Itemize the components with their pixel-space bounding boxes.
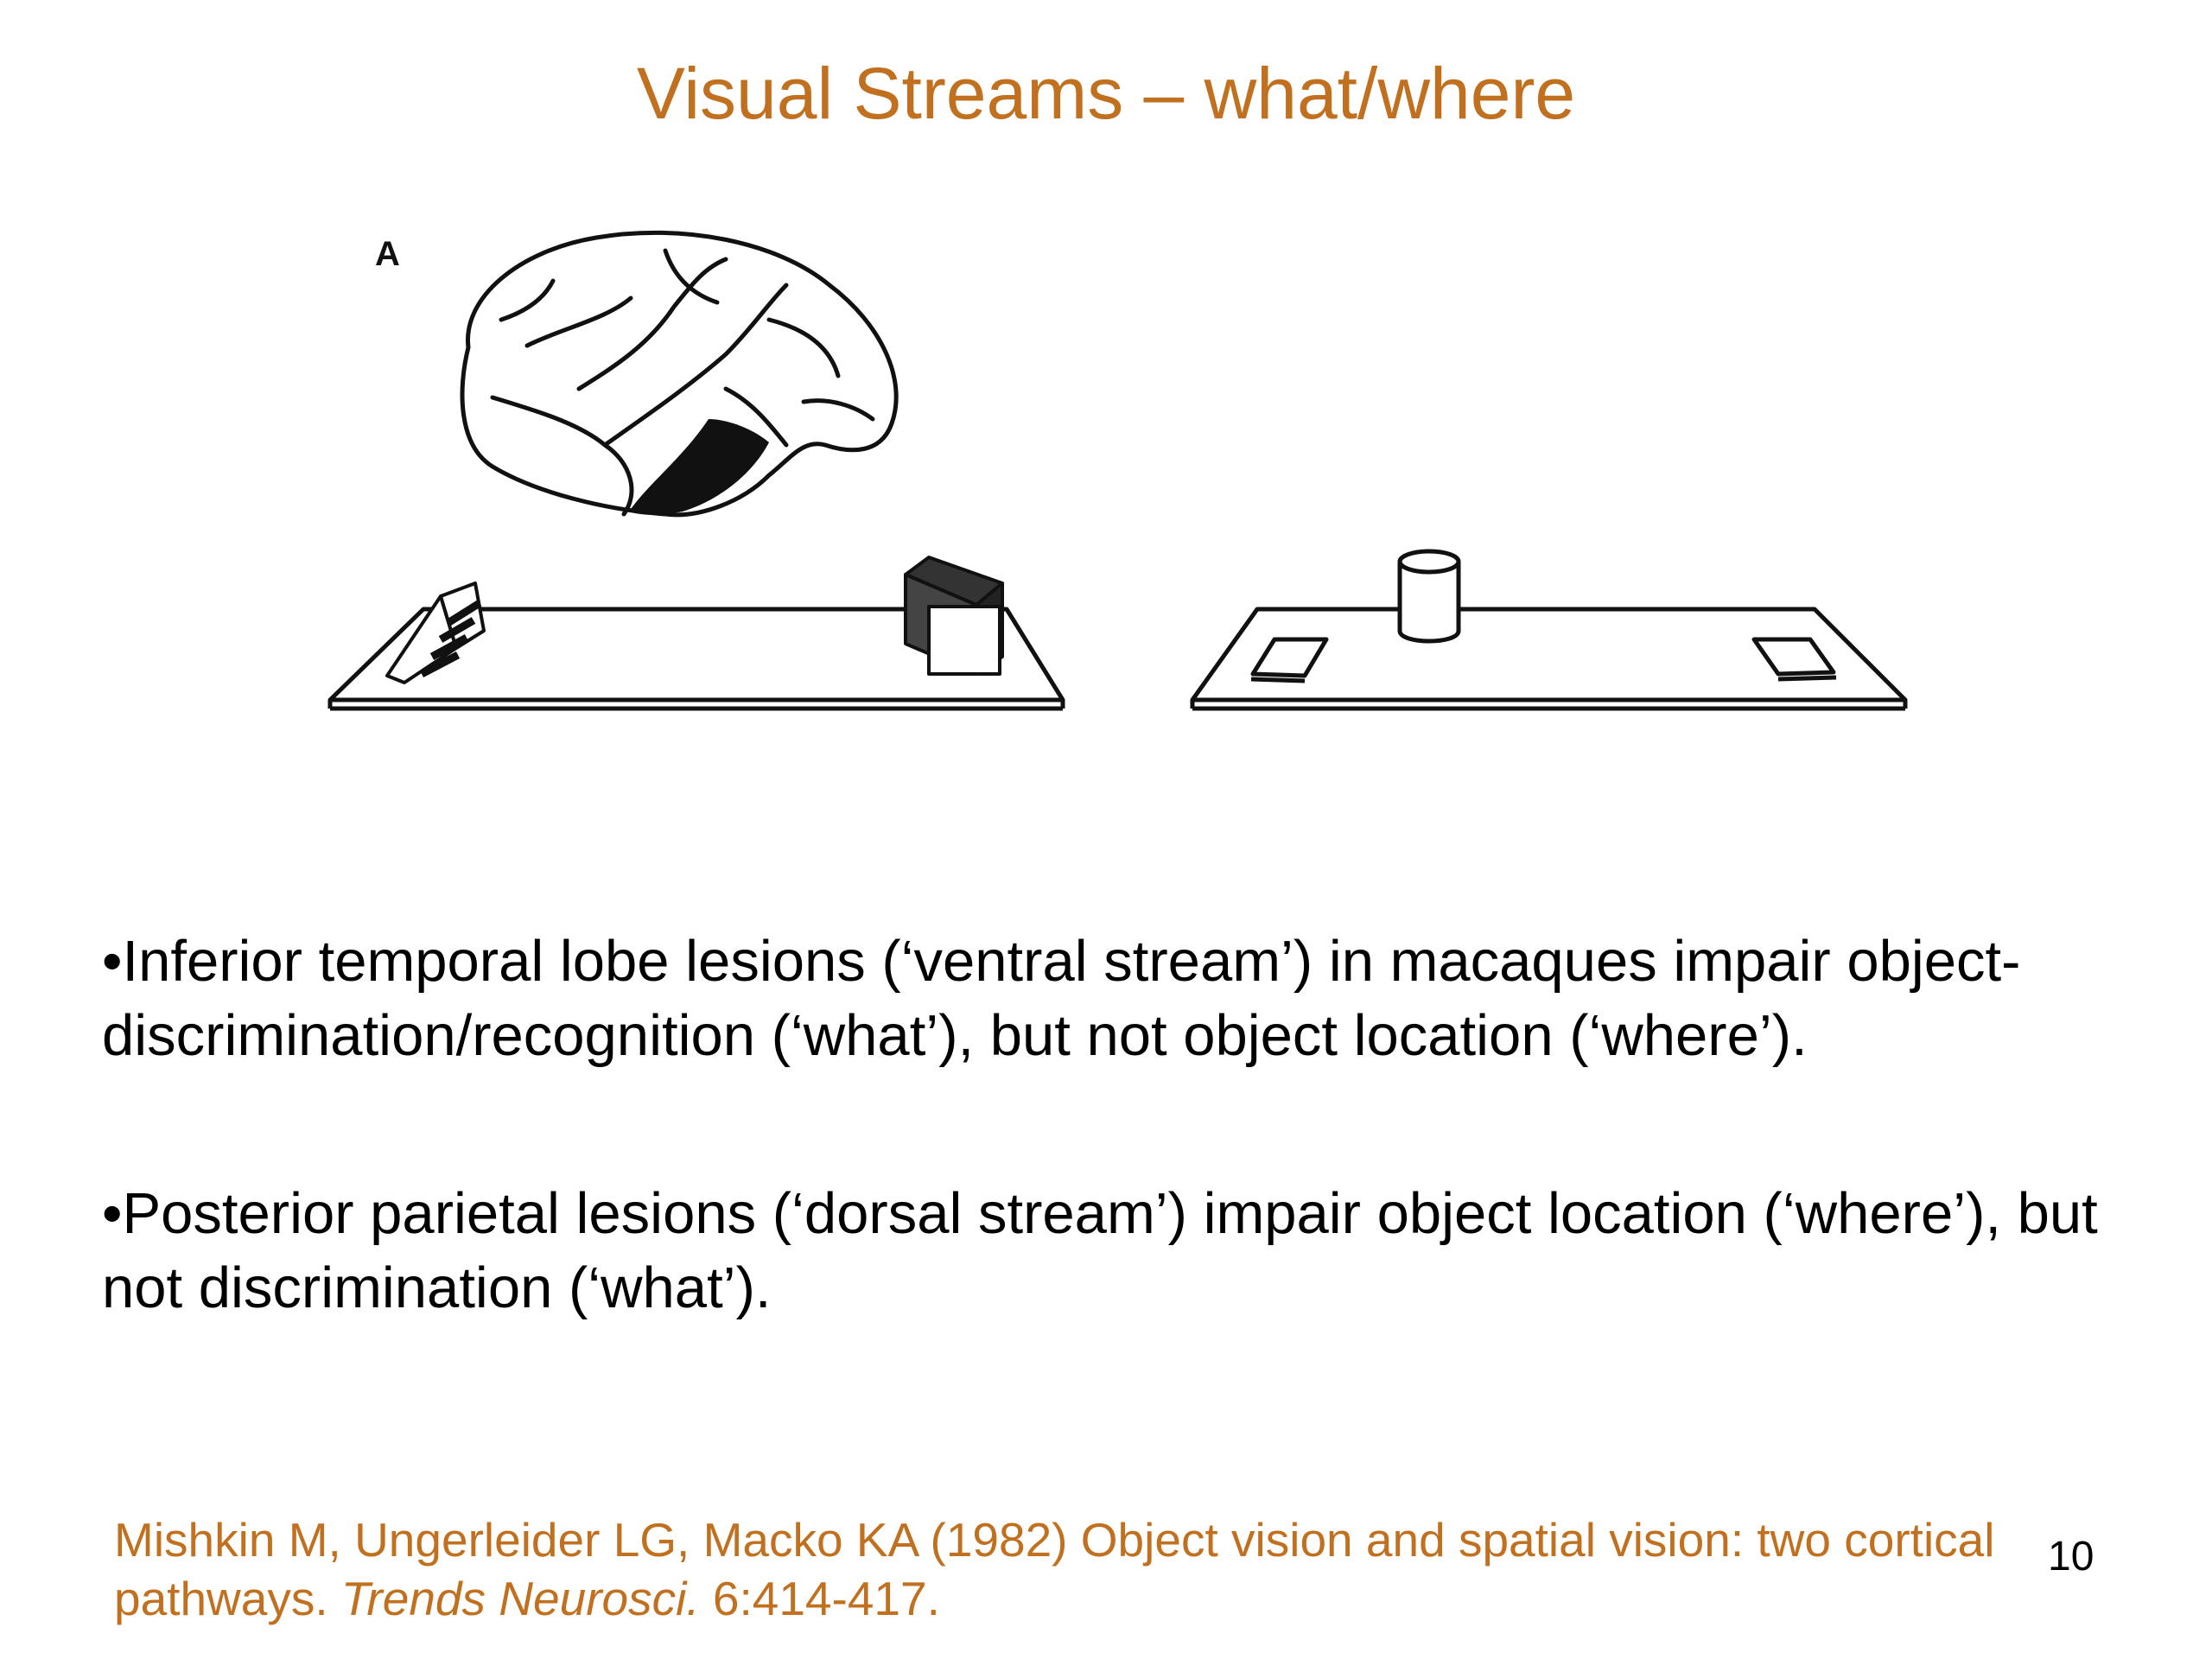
lesion-area <box>629 419 769 515</box>
slide-title: Visual Streams – what/where <box>636 53 1576 134</box>
textured-cube-object <box>904 556 1004 676</box>
cylinder-object <box>1397 549 1461 644</box>
left-test-board <box>327 607 1065 711</box>
right-plaque-object <box>1751 637 1837 682</box>
panel-label: A <box>375 235 400 273</box>
right-test-board <box>1190 607 1908 711</box>
figure-illustration: A <box>327 230 1908 711</box>
bullet-dorsal-stream: •Posterior parietal lesions (‘dorsal str… <box>102 1181 2098 1320</box>
citation-authors-title: Mishkin M, Ungerleider LG, Macko KA (198… <box>114 1513 1995 1625</box>
brain-drawing <box>460 230 899 518</box>
striped-prism-object <box>385 582 486 684</box>
citation-journal: Trends Neurosci. <box>340 1572 700 1625</box>
left-plaque-object <box>1250 637 1329 683</box>
citation: Mishkin M, Ungerleider LG, Macko KA (198… <box>114 1510 2101 1628</box>
experiment-figure: A <box>320 216 1927 734</box>
slide-number: 10 <box>2048 1534 2094 1580</box>
bullet-ventral-stream: •Inferior temporal lobe lesions (‘ventra… <box>102 929 2021 1068</box>
citation-volume-pages: 6:414-417. <box>699 1572 940 1625</box>
